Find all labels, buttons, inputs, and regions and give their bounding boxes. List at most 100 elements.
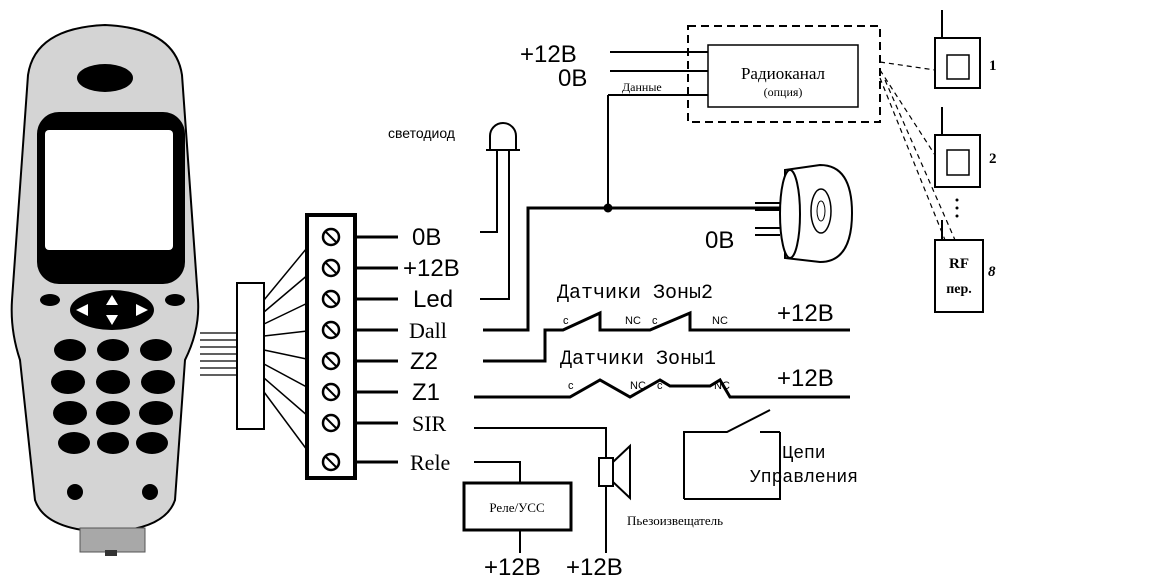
phone-keypad bbox=[51, 339, 175, 500]
terminal-label-6: SIR bbox=[412, 411, 447, 436]
phone-nav-key bbox=[70, 290, 154, 330]
terminal-label-4: Z2 bbox=[410, 348, 438, 375]
buzzer-ground-label: 0В bbox=[705, 227, 734, 254]
zone1-wire bbox=[474, 377, 850, 399]
radio-module-box bbox=[707, 44, 859, 108]
phone-key bbox=[97, 432, 129, 454]
radio-module: Радиоканал (опция) +12В 0В Данные bbox=[520, 25, 881, 123]
zone1-sensors: Датчики Зоны1 c NC c NC +12В bbox=[474, 348, 850, 399]
siren-label: Пьезоизвещатель bbox=[627, 513, 723, 528]
control-circuit: Цепи Управления bbox=[683, 409, 858, 500]
terminal-screw-slot bbox=[325, 231, 337, 243]
transmitter-8-label-per: пер. bbox=[946, 282, 972, 297]
nav-arrow-down-icon bbox=[106, 315, 118, 325]
phone-key bbox=[96, 370, 130, 394]
transmitter-8-index: 8 bbox=[988, 264, 996, 280]
transmitter-2: 2 bbox=[934, 107, 997, 188]
phone-key bbox=[140, 339, 172, 361]
led-indicator: светодиод bbox=[388, 122, 520, 300]
phone-earpiece bbox=[77, 64, 133, 92]
terminal-label-2: Led bbox=[413, 286, 453, 313]
phone-cable bbox=[200, 332, 238, 376]
transmitter-2-label: 2 bbox=[989, 151, 997, 167]
zone1-contact-nc2: NC bbox=[714, 380, 730, 392]
relay-module: Реле/УСС +12В bbox=[462, 461, 573, 579]
control-label-line1: Цепи bbox=[782, 444, 825, 464]
terminal-screw-slot bbox=[325, 262, 337, 274]
radio-module-dashed-frame bbox=[687, 25, 881, 123]
phone-key bbox=[142, 484, 158, 500]
nav-arrow-left-icon bbox=[76, 304, 88, 316]
terminal-screw-slot bbox=[325, 417, 337, 429]
siren-supply: +12В bbox=[566, 554, 623, 579]
terminal-label-7: Rele bbox=[410, 450, 450, 475]
zone2-sensors: Датчики Зоны2 c NC c NC +12В bbox=[483, 282, 850, 363]
radio-links bbox=[879, 61, 956, 241]
terminal-screw-slot bbox=[325, 386, 337, 398]
phone-connector bbox=[79, 527, 146, 553]
phone-key bbox=[141, 370, 175, 394]
terminal-screws bbox=[321, 227, 341, 472]
transmitter-1-label: 1 bbox=[989, 58, 997, 74]
zone1-contact-nc1: NC bbox=[630, 380, 646, 392]
terminal-screw-slot bbox=[325, 324, 337, 336]
zone2-contact-nc1: NC bbox=[625, 315, 641, 327]
phone-softkey-left bbox=[40, 294, 60, 306]
relay-box bbox=[462, 481, 573, 532]
zone2-wire bbox=[483, 310, 850, 363]
zone2-contact-nc2: NC bbox=[712, 315, 728, 327]
phone-key bbox=[53, 401, 87, 425]
led-label: светодиод bbox=[388, 125, 455, 141]
terminal-screw-slot bbox=[325, 293, 337, 305]
adapter-block bbox=[236, 282, 265, 430]
zone2-title: Датчики Зоны2 bbox=[557, 282, 713, 305]
terminal-screw-slot bbox=[325, 456, 337, 468]
siren-icon bbox=[598, 457, 614, 487]
phone-softkey-right bbox=[165, 294, 185, 306]
terminal-label-3: Dall bbox=[409, 318, 447, 343]
terminal-block-frame bbox=[305, 213, 357, 480]
led-icon bbox=[489, 122, 517, 151]
control-wire bbox=[683, 409, 771, 499]
zone2-supply: +12В bbox=[777, 300, 834, 327]
phone-key bbox=[136, 432, 168, 454]
control-label-line2: Управления bbox=[750, 468, 858, 488]
transmitter-ellipsis bbox=[955, 198, 959, 218]
phone-key bbox=[139, 401, 173, 425]
relay-label: Реле/УСС bbox=[489, 500, 544, 515]
radio-module-subtitle: (опция) bbox=[764, 85, 803, 99]
phone-key bbox=[58, 432, 90, 454]
phone-key bbox=[54, 339, 86, 361]
siemens-phone: C35 SIEMENS bbox=[10, 23, 200, 556]
terminal-screw-slot bbox=[325, 355, 337, 367]
rele-wire bbox=[474, 461, 521, 483]
transmitter-8-label-rf: RF bbox=[949, 256, 969, 272]
zone1-title: Датчики Зоны1 bbox=[560, 348, 716, 371]
radio-module-title: Радиоканал bbox=[741, 64, 826, 83]
relay-supply: +12В bbox=[484, 554, 541, 579]
sir-wire bbox=[474, 427, 607, 458]
phone-key bbox=[96, 401, 130, 425]
transmitter-8: RF пер. 8 bbox=[934, 220, 996, 313]
phone-brand-label: SIEMENS bbox=[87, 261, 137, 273]
zone1-supply: +12В bbox=[777, 365, 834, 392]
radio-data-label: Данные bbox=[622, 80, 662, 94]
terminal-label-0: 0В bbox=[412, 224, 441, 251]
phone-connector-pin bbox=[105, 550, 117, 556]
transmitter-1: 1 bbox=[934, 10, 997, 89]
siren-horn-icon bbox=[612, 443, 631, 501]
rf-transmitters: 1 2 RF пер. 8 bbox=[879, 10, 997, 313]
dall-buzzer: 0В bbox=[705, 163, 854, 264]
phone-key bbox=[67, 484, 83, 500]
zone1-contact-c1: c bbox=[568, 380, 574, 392]
piezo-siren: Пьезоизвещатель +12В bbox=[474, 427, 723, 579]
dall-wire bbox=[483, 206, 780, 332]
radio-power-label: +12В bbox=[520, 41, 577, 68]
radio-ground-label: 0В bbox=[558, 65, 587, 92]
phone-display bbox=[45, 130, 173, 250]
nav-arrow-right-icon bbox=[136, 304, 148, 316]
zone2-contact-c1: c bbox=[563, 315, 569, 327]
terminal-label-5: Z1 bbox=[412, 379, 440, 406]
